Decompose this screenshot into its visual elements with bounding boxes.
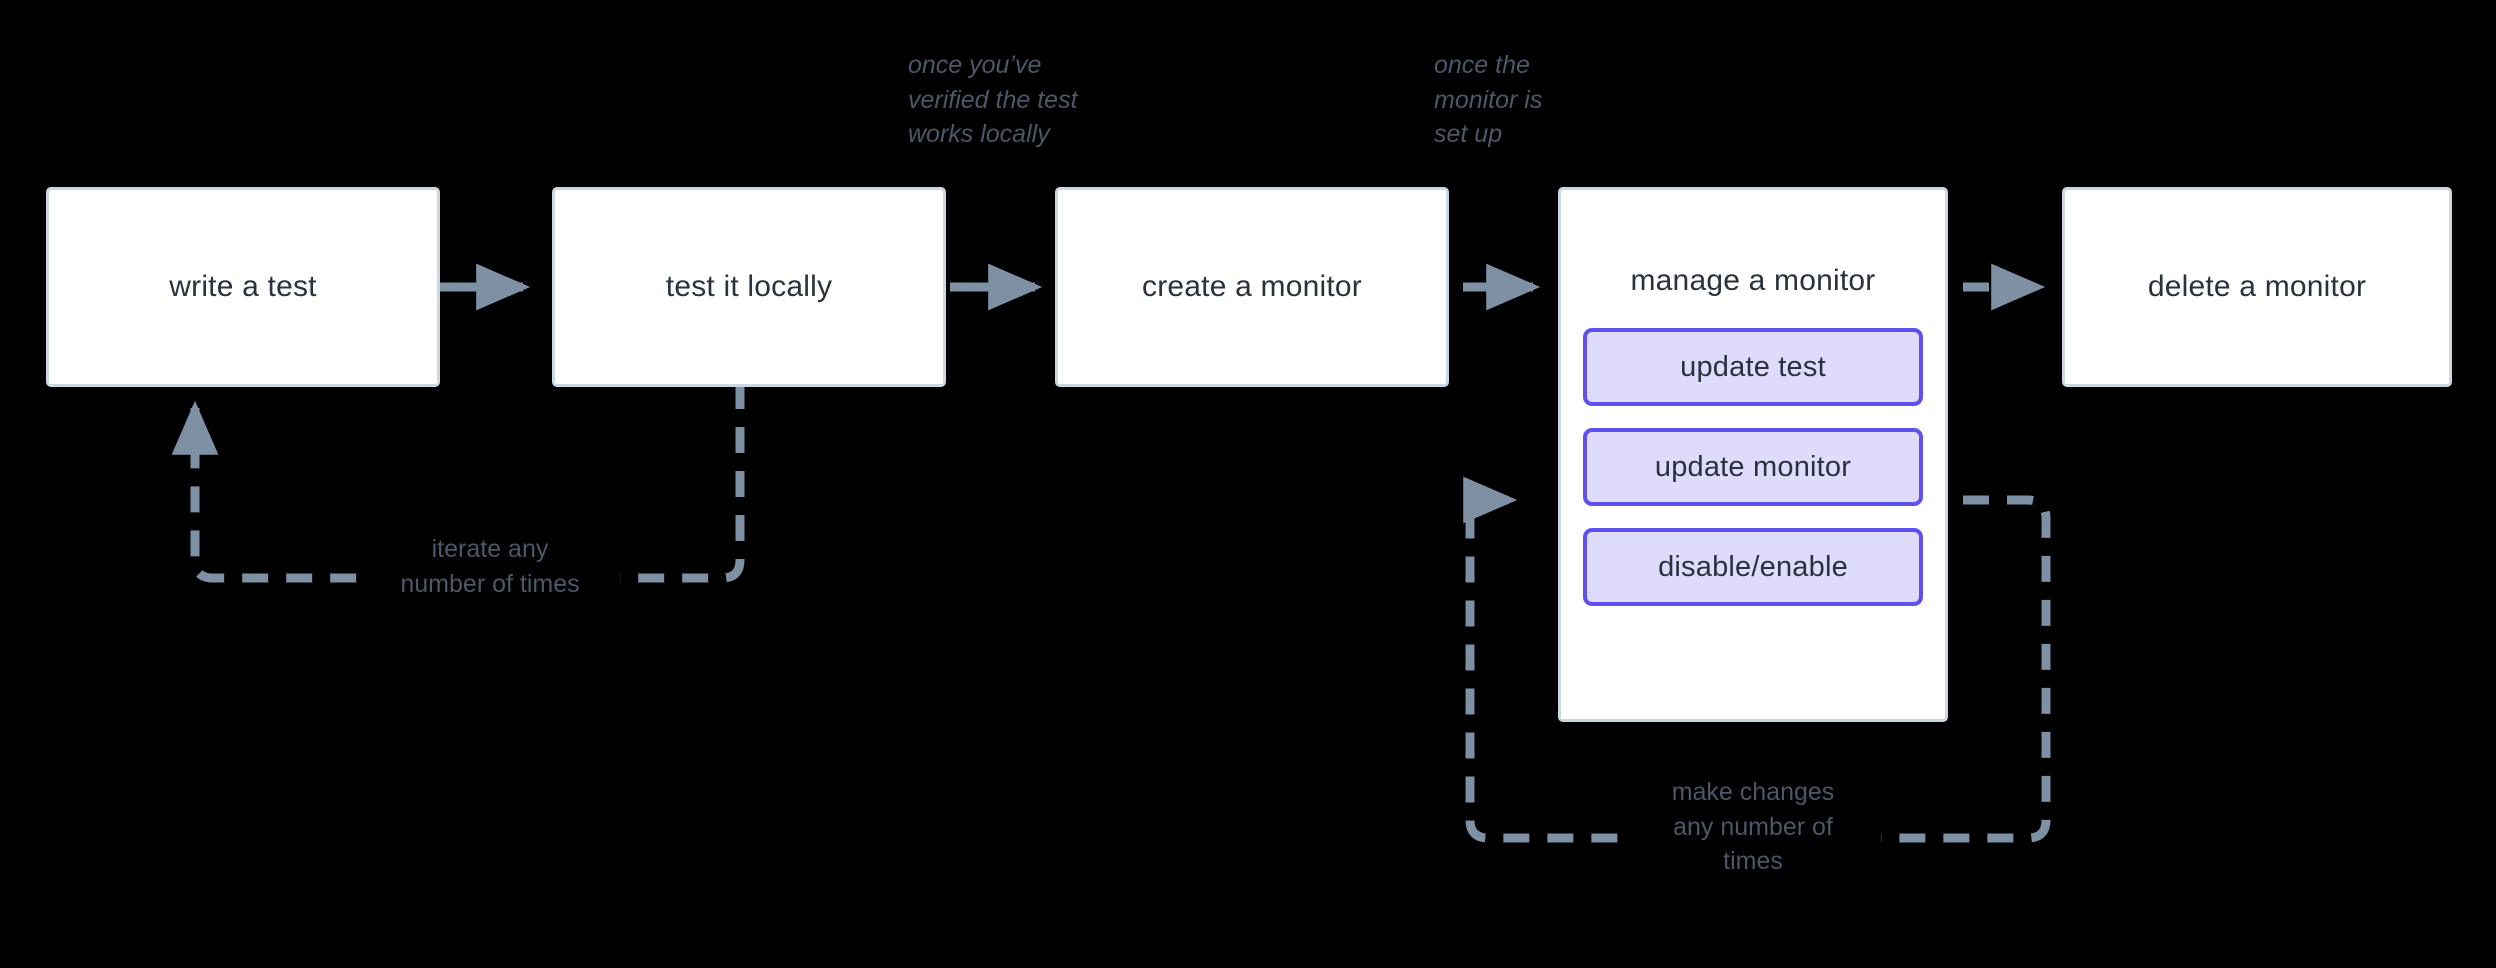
node-delete-a-monitor[interactable]: delete a monitor (2062, 187, 2452, 387)
make-changes-label-mask (1625, 772, 1881, 912)
node-label: write a test (169, 270, 317, 303)
edge-label-monitor-set-up: once the monitor is set up (1434, 51, 1543, 148)
edge-label-make-changes-loop: make changes any number of times (1671, 778, 1835, 875)
node-label: delete a monitor (2147, 270, 2367, 303)
sub-node-update-monitor[interactable]: update monitor (1583, 428, 1923, 506)
sub-node-disable-enable[interactable]: disable/enable (1583, 528, 1923, 606)
iterate-label-mask (358, 530, 620, 640)
edge-label-iterate-loop: iterate any number of times (400, 535, 580, 598)
node-label: test it locally (665, 270, 833, 303)
node-create-a-monitor[interactable]: create a monitor (1055, 187, 1449, 387)
sub-node-label: update monitor (1654, 450, 1852, 483)
node-manage-a-monitor[interactable]: manage a monitor update test update moni… (1558, 187, 1948, 722)
node-test-it-locally[interactable]: test it locally (552, 187, 946, 387)
group-title: manage a monitor (1630, 264, 1876, 297)
sub-node-label: update test (1680, 350, 1826, 383)
sub-node-update-test[interactable]: update test (1583, 328, 1923, 406)
sub-node-label: disable/enable (1658, 550, 1848, 583)
node-write-a-test[interactable]: write a test (46, 187, 440, 387)
node-label: create a monitor (1142, 270, 1362, 303)
edge-label-verified-locally: once you’ve verified the test works loca… (908, 51, 1078, 148)
